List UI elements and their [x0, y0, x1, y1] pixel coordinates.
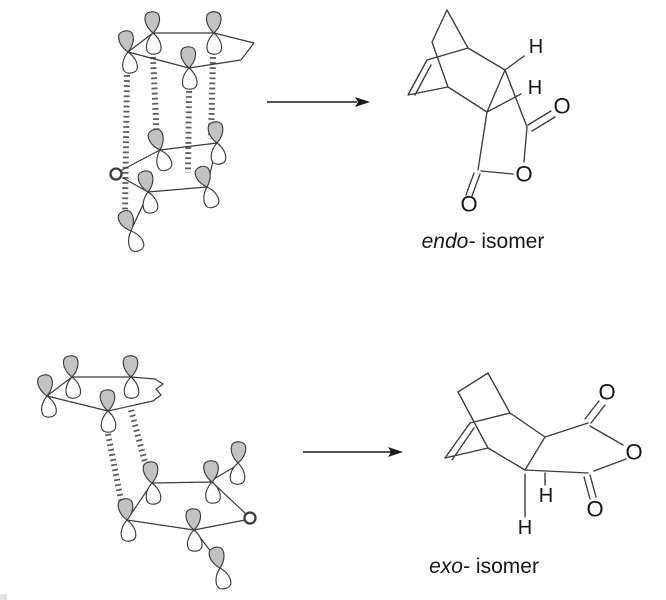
orbital-lobe-filled: [141, 460, 160, 485]
orbital-lobe-filled: [230, 440, 247, 464]
p-orbital: [36, 373, 58, 419]
exo-caption: exo-isomer: [429, 555, 539, 578]
exo-h-label-outer: H: [518, 517, 532, 539]
orbital-lobe-empty: [64, 375, 82, 400]
endo-product-structure: H H O O O: [407, 9, 571, 217]
endo-caption-italic: endo-: [422, 230, 476, 253]
endo-approach-orbital-diagram: [109, 10, 255, 255]
p-orbital: [207, 545, 233, 591]
p-orbital: [192, 163, 222, 211]
orbital-lobe-empty: [100, 410, 117, 434]
orbital-lobe-empty: [145, 32, 162, 56]
orbital-lobe-empty: [140, 190, 160, 215]
orbital-lobe-empty: [123, 227, 147, 255]
exo-orbital-overlap-dashes: [105, 409, 149, 501]
orbital-lobe-filled: [117, 29, 136, 54]
orbital-lobe-empty: [212, 565, 233, 591]
orbital-lobe-filled: [207, 545, 228, 571]
orbital-lobe-filled: [136, 169, 156, 194]
p-orbital: [145, 126, 175, 174]
orbital-lobe-empty: [199, 184, 222, 211]
endo-orbital-overlap-dashes: [122, 56, 216, 213]
orbital-lobe-empty: [119, 518, 138, 543]
orbital-lobe-empty: [229, 462, 246, 486]
orbital-lobe-filled: [205, 11, 222, 34]
orbital-lobe-empty: [181, 67, 198, 91]
endo-product-skeleton: [407, 9, 556, 197]
exo-product-structure: O O O H H: [444, 372, 643, 539]
orbital-lobe-empty: [209, 141, 228, 166]
orbital-lobe-filled: [180, 45, 197, 69]
scan-artifact-corner: [0, 594, 7, 600]
exo-product-skeleton: [444, 372, 627, 518]
arrow-head: [355, 97, 370, 107]
exo-o-label-carbonyl-top: O: [598, 380, 615, 405]
endo-reaction-arrow: [267, 97, 370, 107]
exo-caption-rest: isomer: [476, 555, 539, 578]
p-orbital: [185, 507, 203, 553]
endo-o-label-carbonyl-top: O: [553, 94, 570, 119]
orbital-lobe-filled: [206, 120, 225, 145]
exo-o-label-carbonyl-bottom: O: [586, 497, 603, 522]
exo-reaction-arrow: [303, 447, 403, 457]
p-orbital: [206, 120, 228, 166]
orbital-lobe-filled: [144, 10, 161, 34]
exo-o-label-ring: O: [625, 440, 642, 465]
exo-h-label-inner: H: [539, 485, 553, 507]
orbital-lobe-filled: [145, 126, 168, 153]
p-orbital: [115, 207, 147, 255]
endo-caption: endo-isomer: [422, 230, 545, 253]
endo-o-label-carbonyl-bottom: O: [460, 192, 477, 217]
endo-h-label-top: H: [529, 36, 543, 58]
orbital-lobe-empty: [186, 529, 203, 553]
endo-o-label-ring: O: [515, 162, 532, 187]
orbital-lobe-filled: [115, 207, 139, 235]
endo-h-label-mid: H: [528, 77, 542, 99]
orbital-lobe-empty: [123, 376, 140, 400]
endo-caption-rest: isomer: [481, 230, 544, 253]
arrow-head: [388, 447, 403, 457]
p-orbital: [116, 497, 138, 543]
exo-ring-oxygen-atom: [243, 511, 257, 525]
p-orbital: [136, 169, 160, 215]
orbital-lobe-filled: [202, 459, 220, 484]
p-orbital: [117, 29, 139, 75]
orbital-lobe-filled: [36, 373, 55, 398]
exo-approach-orbital-diagram: [36, 354, 257, 591]
orbital-lobe-filled: [122, 354, 139, 378]
endo-ring-oxygen-atom: [109, 167, 123, 181]
orbital-lobe-empty: [144, 481, 163, 506]
exo-diene-ring: [46, 376, 164, 412]
p-orbital: [99, 388, 117, 434]
p-orbital: [180, 45, 198, 91]
orbital-lobe-empty: [204, 480, 222, 505]
p-orbital: [229, 440, 247, 486]
orbital-lobe-filled: [62, 354, 80, 379]
orbital-lobe-filled: [185, 507, 202, 531]
orbital-lobe-filled: [99, 388, 116, 412]
exo-caption-italic: exo-: [429, 555, 470, 578]
orbital-lobe-empty: [206, 32, 223, 55]
orbital-lobe-filled: [116, 497, 135, 522]
